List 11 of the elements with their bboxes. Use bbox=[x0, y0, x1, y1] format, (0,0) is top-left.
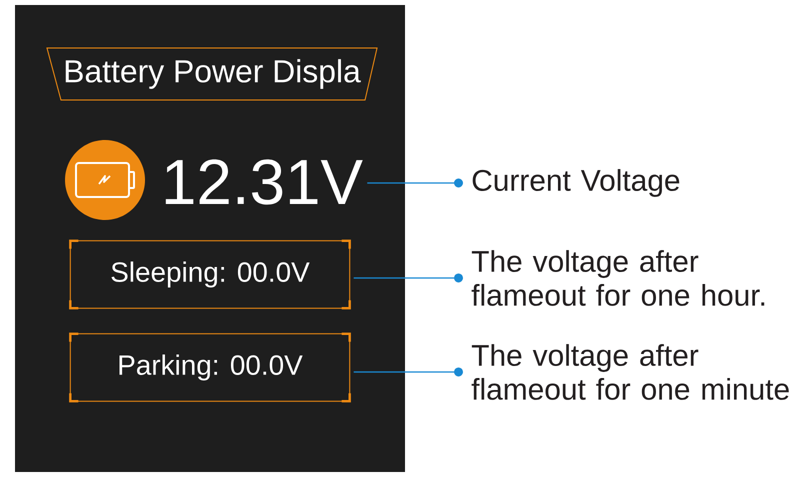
voltage-readout: 12.31V bbox=[166, 159, 363, 205]
leader-line bbox=[354, 368, 463, 376]
title-banner: Battery Power Displa bbox=[46, 48, 378, 100]
leader-line bbox=[367, 178, 463, 188]
callout-text: The voltage after flameout for one hour. bbox=[472, 250, 764, 306]
callout-text: Current Voltage bbox=[472, 169, 680, 197]
callout-text: The voltage after flameout for one minute bbox=[472, 344, 789, 400]
display-screen bbox=[15, 5, 405, 472]
leader-line bbox=[354, 274, 463, 282]
reading-box: Sleeping: 00.0V bbox=[69, 240, 351, 310]
reading-box: Parking: 00.0V bbox=[69, 332, 351, 402]
